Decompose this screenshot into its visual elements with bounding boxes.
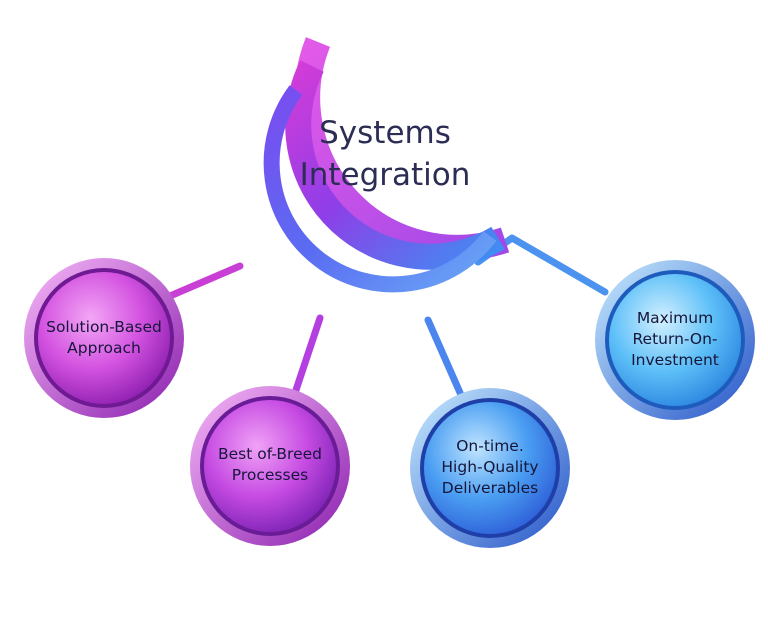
node-roi-line-3: Investment (631, 351, 719, 369)
node-breed-circle (190, 386, 350, 546)
arc-inner (263, 85, 497, 293)
node-solution-line-1: Solution-Based (46, 318, 162, 336)
title-line-2: Integration (299, 157, 471, 193)
connector-breed (288, 314, 324, 406)
node-solution-label: Solution-Based Approach (34, 317, 174, 359)
node-ontime-label: On-time. High-Quality Deliverables (420, 436, 560, 499)
arc-middle (285, 60, 505, 270)
node-breed-label: Best of-Breed Processes (200, 444, 340, 486)
node-roi-circle (595, 260, 755, 420)
node-ontime-line-2: High-Quality (441, 458, 539, 476)
node-breed-line-2: Processes (231, 466, 309, 484)
connector-solution (166, 262, 244, 300)
node-ontime-line-1: On-time. (456, 437, 524, 455)
title-line-1: Systems (319, 115, 451, 151)
node-solution-line-2: Approach (67, 339, 141, 357)
node-ontime-circle (410, 388, 570, 548)
node-solution-circle (24, 258, 184, 418)
node-ontime-line-3: Deliverables (441, 479, 539, 497)
connector-ontime (424, 316, 469, 408)
node-roi-label: Maximum Return-On- Investment (605, 308, 745, 371)
node-roi-line-1: Maximum (636, 309, 714, 327)
integration-arc (263, 37, 510, 293)
node-breed-line-1: Best of-Breed (218, 445, 322, 463)
node-roi-line-2: Return-On- (632, 330, 718, 348)
diagram-title: Systems Integration (270, 112, 500, 196)
